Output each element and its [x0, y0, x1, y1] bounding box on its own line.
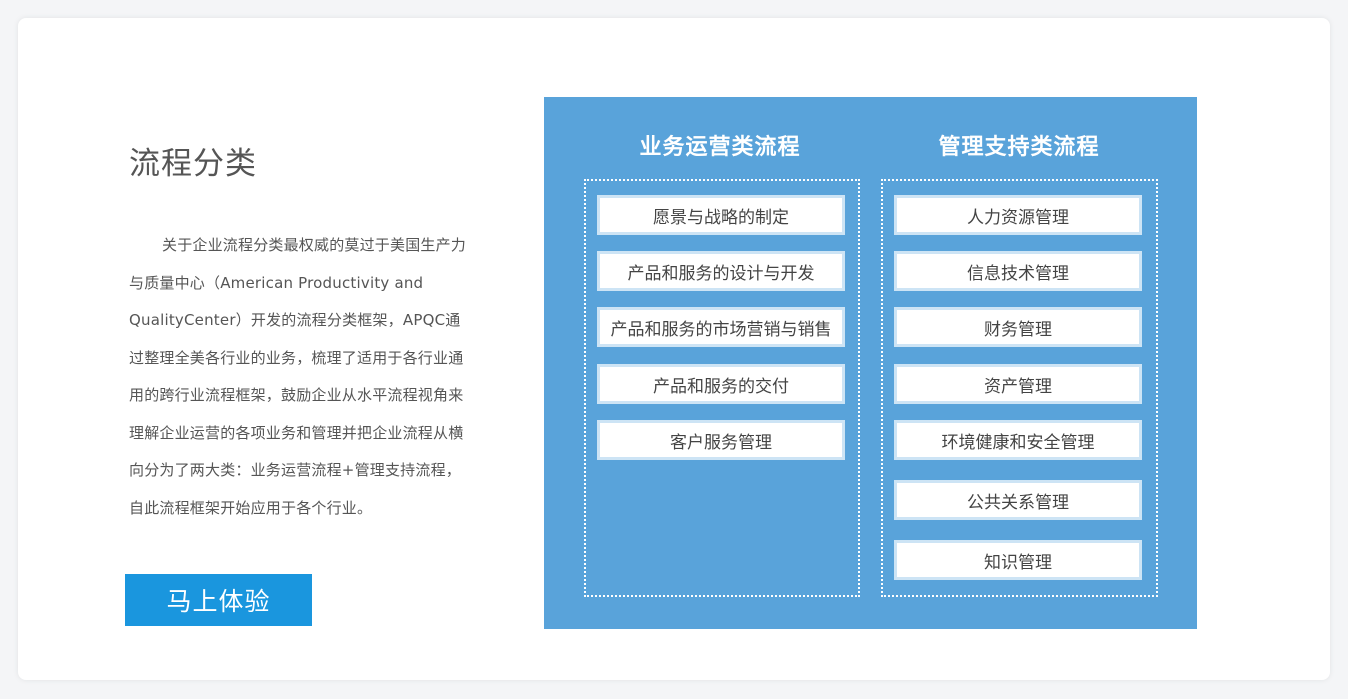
process-item-finance[interactable]: 财务管理	[894, 307, 1142, 347]
process-item-delivery[interactable]: 产品和服务的交付	[597, 364, 845, 404]
process-item-marketing-sales[interactable]: 产品和服务的市场营销与销售	[597, 307, 845, 347]
process-item-ehs[interactable]: 环境健康和安全管理	[894, 420, 1142, 460]
process-item-it-management[interactable]: 信息技术管理	[894, 251, 1142, 291]
page-title: 流程分类	[129, 146, 257, 182]
process-item-customer-service[interactable]: 客户服务管理	[597, 420, 845, 460]
support-process-group	[881, 179, 1158, 597]
operations-column-title: 业务运营类流程	[639, 135, 801, 160]
process-item-assets[interactable]: 资产管理	[894, 364, 1142, 404]
process-item-public-relations[interactable]: 公共关系管理	[894, 480, 1142, 520]
process-item-vision-strategy[interactable]: 愿景与战略的制定	[597, 195, 845, 235]
process-item-human-resources[interactable]: 人力资源管理	[894, 195, 1142, 235]
process-item-product-design-dev[interactable]: 产品和服务的设计与开发	[597, 251, 845, 291]
try-now-button[interactable]: 马上体验	[125, 574, 312, 626]
support-column-title: 管理支持类流程	[938, 135, 1100, 160]
process-item-knowledge[interactable]: 知识管理	[894, 540, 1142, 580]
operations-process-group	[584, 179, 860, 597]
intro-paragraph: 关于企业流程分类最权威的莫过于美国生产力与质量中心（American Produ…	[129, 236, 467, 517]
process-classification-diagram: 业务运营类流程 管理支持类流程 愿景与战略的制定 产品和服务的设计与开发 产品和…	[544, 97, 1197, 629]
